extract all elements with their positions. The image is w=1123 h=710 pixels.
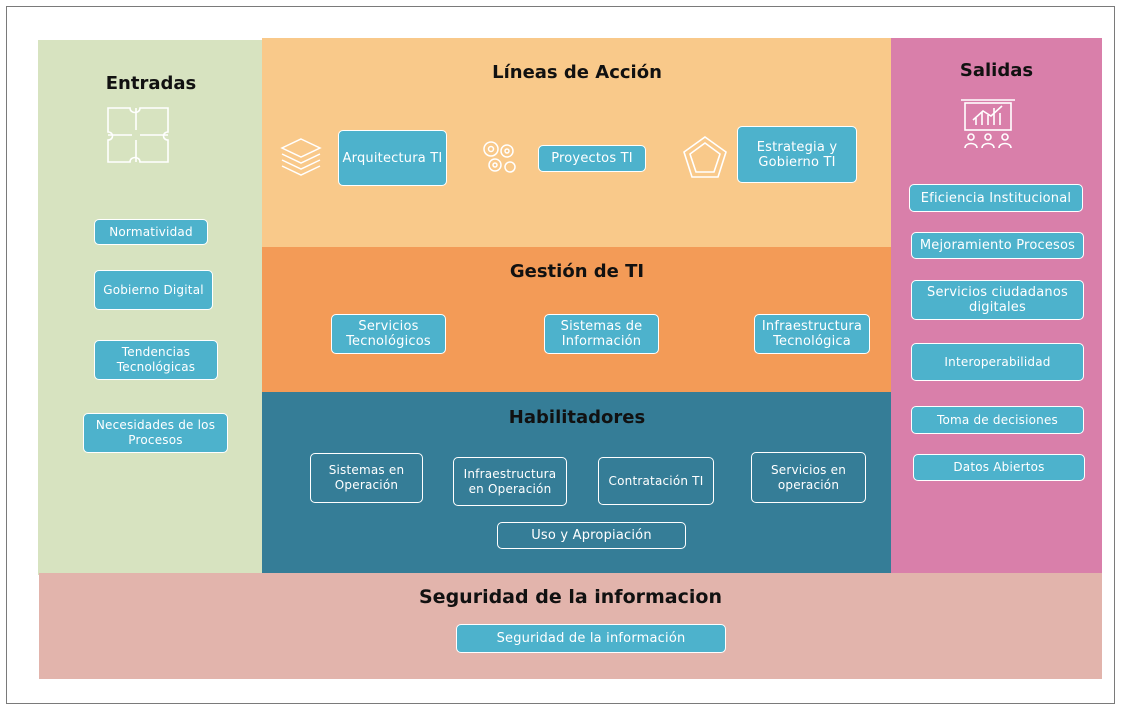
salida-servicios-ciudadanos-digitales[interactable]: Servicios ciudadanos digitales [911,280,1084,320]
salida-toma-decisiones[interactable]: Toma de decisiones [911,406,1084,434]
entradas-title: Entradas [105,73,197,94]
gestion-title: Gestión de TI [509,261,645,282]
linea-estrategia-gobierno-ti[interactable]: Estrategia y Gobierno TI [737,126,857,183]
salida-eficiencia-institucional[interactable]: Eficiencia Institucional [909,184,1083,212]
entrada-normatividad[interactable]: Normatividad [94,219,208,245]
gestion-infraestructura-tecnologica[interactable]: Infraestructura Tecnológica [754,314,870,354]
gestion-sistemas-informacion[interactable]: Sistemas de Información [544,314,659,354]
linea-arquitectura-ti[interactable]: Arquitectura TI [338,130,447,186]
diagram-frame [6,6,1115,704]
layers-icon [280,138,322,176]
gears-icon [483,141,516,173]
habilitador-servicios-operacion[interactable]: Servicios en operación [751,452,866,503]
habilitador-contratacion-ti[interactable]: Contratación TI [598,457,714,505]
habilitadores-title: Habilitadores [508,407,646,428]
habilitador-infraestructura-operacion[interactable]: Infraestructura en Operación [453,457,567,506]
habilitador-uso-apropiacion[interactable]: Uso y Apropiación [497,522,686,549]
salida-mejoramiento-procesos[interactable]: Mejoramiento Procesos [911,232,1084,259]
seguridad-title: Seguridad de la informacion [419,586,722,608]
entrada-gobierno-digital[interactable]: Gobierno Digital [94,270,213,310]
presentation-icon [961,99,1015,149]
salida-datos-abiertos[interactable]: Datos Abiertos [913,454,1085,481]
habilitador-sistemas-operacion[interactable]: Sistemas en Operación [310,453,423,503]
seguridad-informacion-box[interactable]: Seguridad de la información [456,624,726,653]
pentagon-icon [683,136,727,178]
entrada-tendencias-tecnologicas[interactable]: Tendencias Tecnológicas [94,340,218,380]
puzzle-icon [107,107,169,163]
salida-interoperabilidad[interactable]: Interoperabilidad [911,343,1084,381]
lineas-title: Líneas de Acción [492,62,662,83]
salidas-title: Salidas [959,60,1034,81]
gestion-servicios-tecnologicos[interactable]: Servicios Tecnológicos [331,314,446,354]
linea-proyectos-ti[interactable]: Proyectos TI [538,145,646,172]
entrada-necesidades-procesos[interactable]: Necesidades de los Procesos [83,413,228,453]
